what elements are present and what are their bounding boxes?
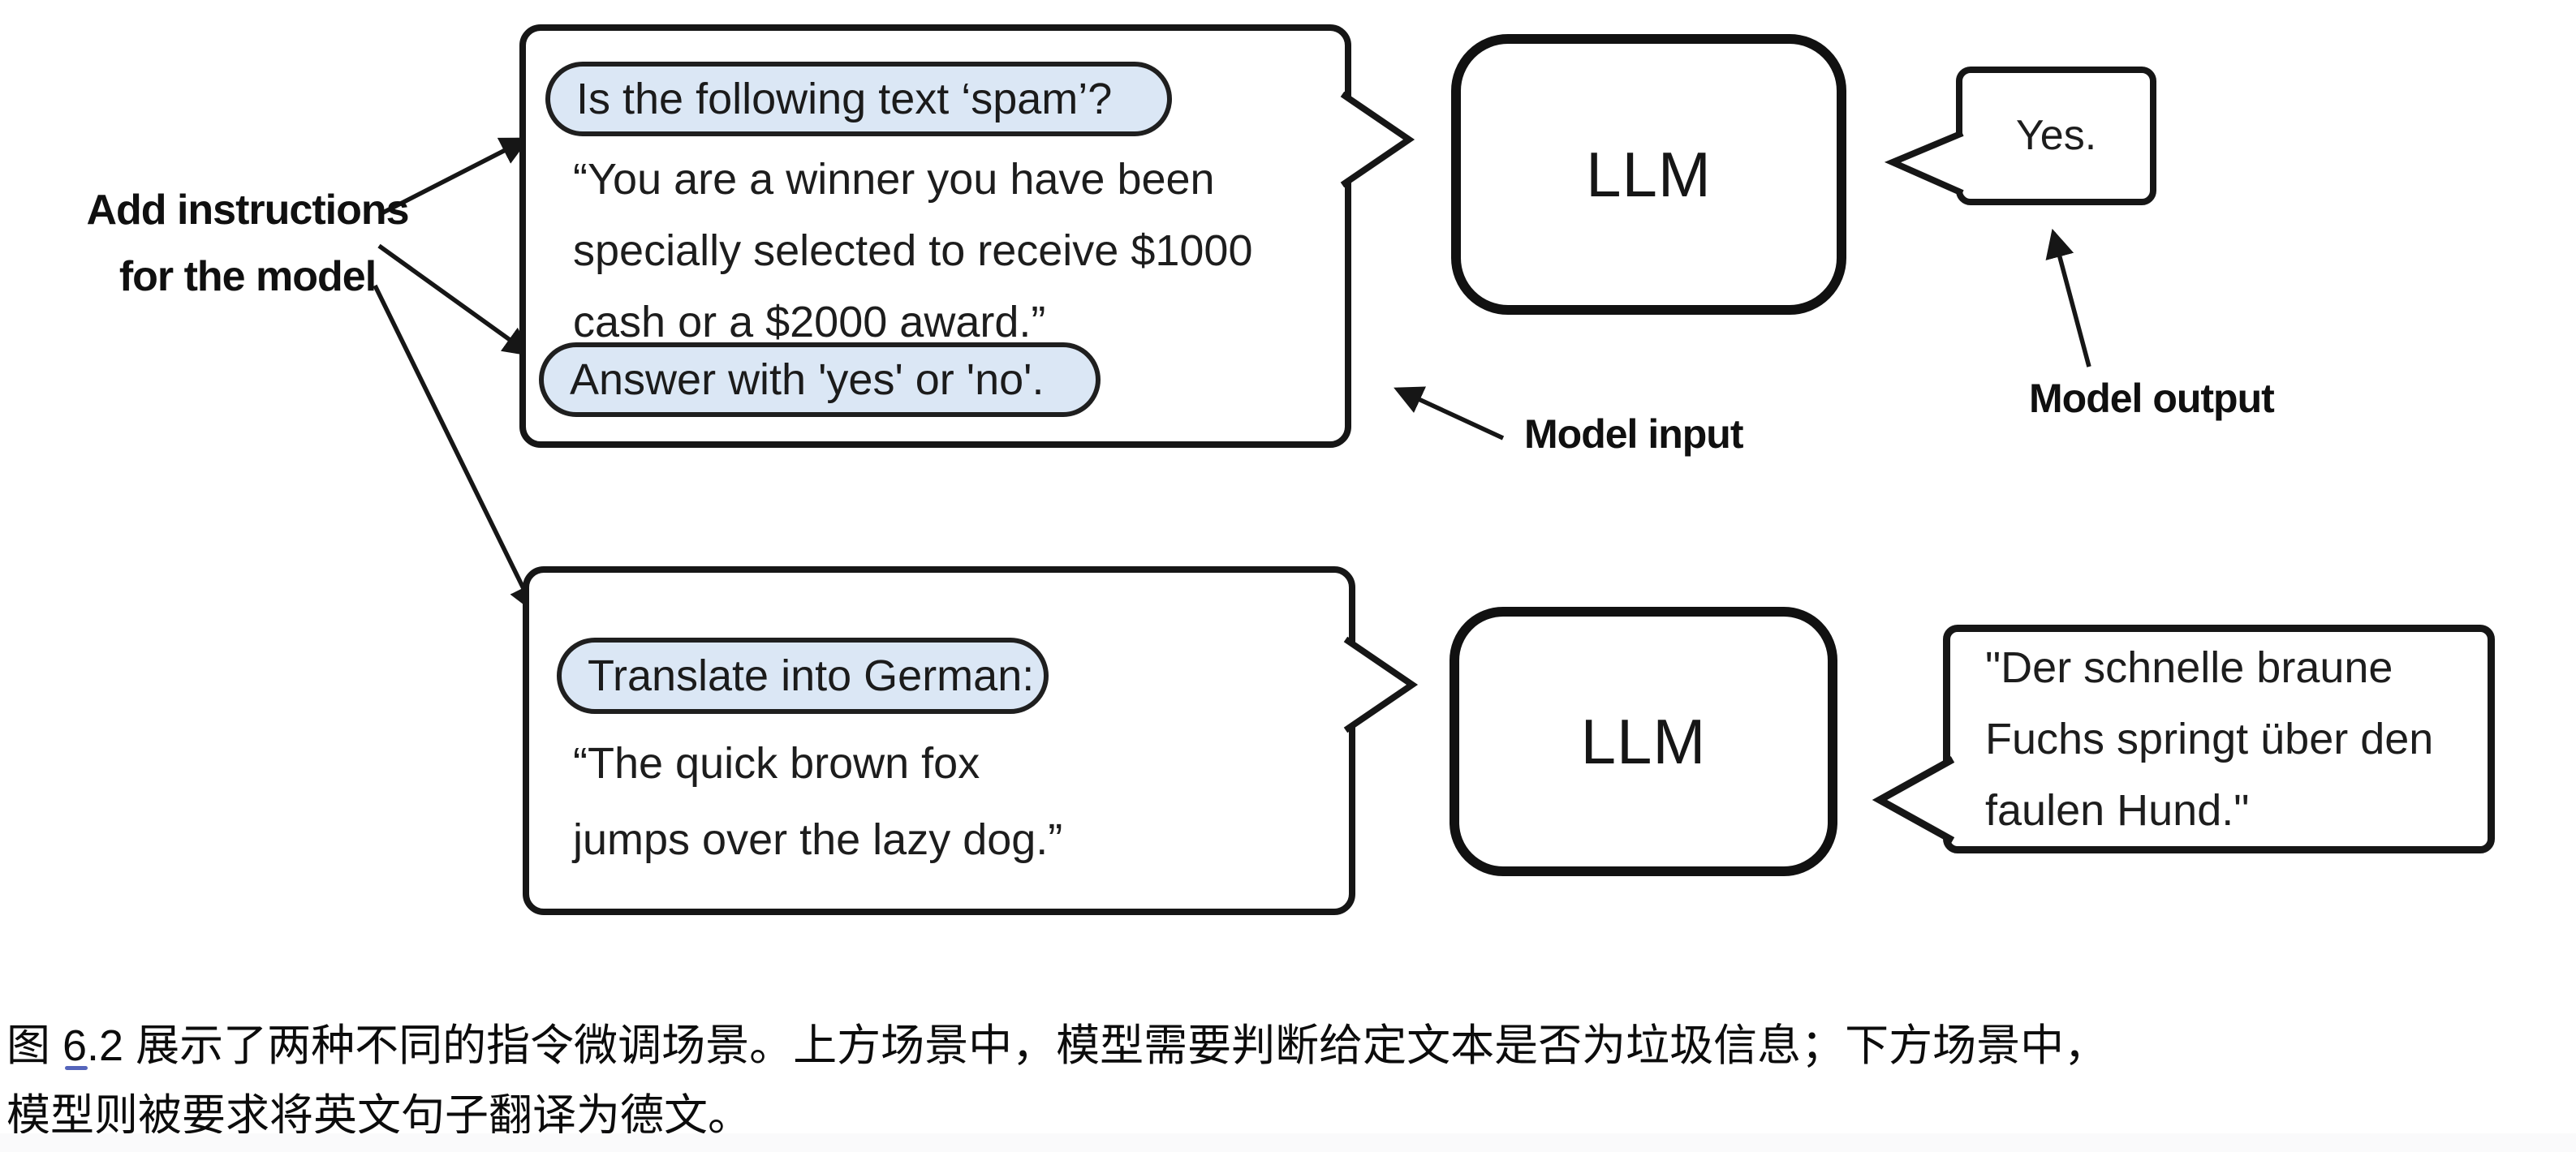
translate-body-line-2: jumps over the lazy dog.”	[573, 815, 1063, 864]
figure-caption-line-1: 图 6.2 展示了两种不同的指令微调场景。上方场景中，模型需要判断给定文本是否为…	[6, 1021, 2109, 1070]
speech-tail-left-top-icon	[1884, 130, 1964, 196]
spam-body-line-1: “You are a winner you have been	[573, 155, 1215, 204]
caption-link-underline	[65, 1066, 88, 1070]
instruction-pill-spam-label: Is the following text ‘spam’?	[576, 75, 1113, 123]
arrow-model-input	[1394, 386, 1505, 441]
model-output-top-text: Yes.	[2015, 111, 2097, 159]
add-instructions-line1: Add instructions	[86, 187, 409, 234]
llm-box-top-label: LLM	[1586, 138, 1712, 210]
arrow-to-translate-pill	[373, 284, 536, 614]
figure-caption-line-2: 模型则被要求将英文句子翻译为德文。	[6, 1091, 752, 1140]
model-input-label: Model input	[1524, 411, 1743, 457]
model-output-label: Model output	[2029, 376, 2275, 421]
llm-box-bottom: LLM	[1450, 607, 1837, 876]
instruction-pill-answer: Answer with 'yes' or 'no'.	[539, 342, 1101, 417]
instruction-pill-translate: Translate into German:	[557, 638, 1049, 714]
add-instructions-line2: for the model	[118, 253, 377, 301]
speech-tail-left-bottom-icon	[1872, 756, 1955, 844]
instruction-pill-translate-label: Translate into German:	[588, 651, 1035, 700]
spam-body-line-2: specially selected to receive $1000	[573, 226, 1253, 275]
arrow-model-output	[2045, 228, 2091, 368]
instruction-pill-spam: Is the following text ‘spam’?	[545, 62, 1172, 136]
model-output-bubble-top: Yes.	[1956, 67, 2156, 205]
add-instructions-label: Add instructions for the model	[77, 177, 418, 310]
speech-tail-right-top-icon	[1340, 91, 1415, 188]
german-output-line-2: Fuchs springt über den	[1985, 715, 2434, 763]
instruction-pill-answer-label: Answer with 'yes' or 'no'.	[570, 355, 1045, 404]
german-output-line-3: faulen Hund."	[1985, 786, 2250, 835]
spam-body-line-3: cash or a $2000 award.”	[573, 298, 1046, 346]
speech-tail-right-bottom-icon	[1343, 636, 1419, 733]
page-bottom-strip	[0, 1133, 2576, 1152]
llm-box-top: LLM	[1451, 34, 1846, 315]
german-output-line-1: "Der schnelle braune	[1985, 643, 2393, 692]
bottom-input-box	[523, 566, 1355, 915]
llm-box-bottom-label: LLM	[1580, 705, 1707, 777]
translate-body-line-1: “The quick brown fox	[573, 739, 980, 788]
model-output-bubble-bottom	[1943, 625, 2495, 853]
